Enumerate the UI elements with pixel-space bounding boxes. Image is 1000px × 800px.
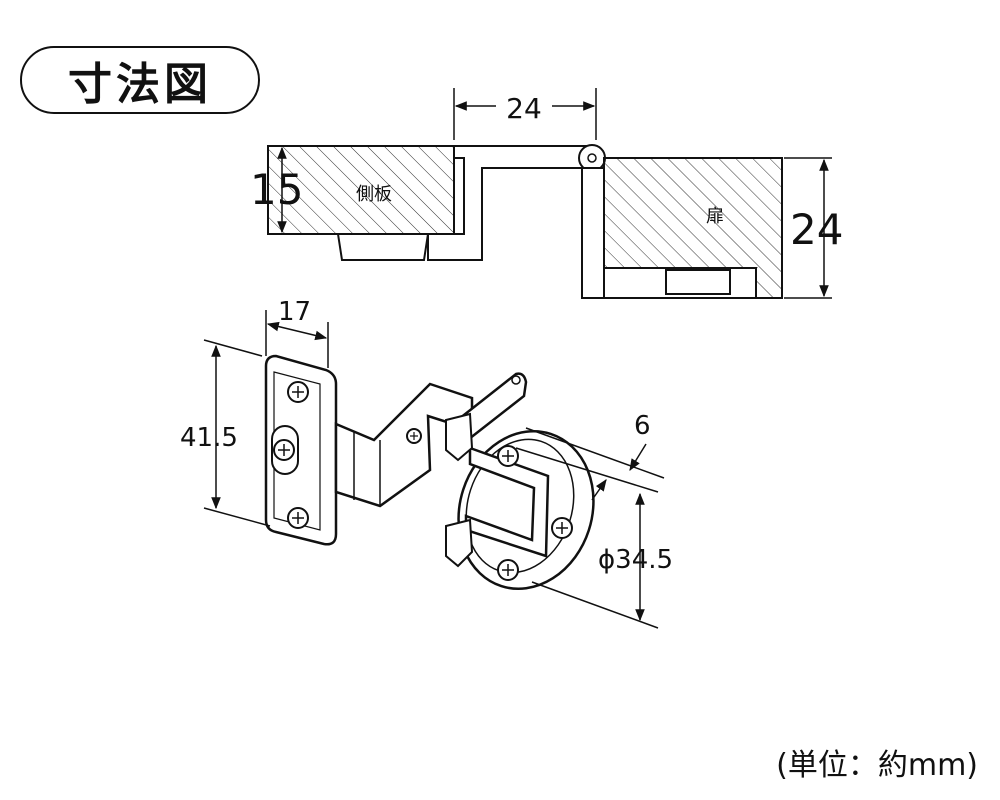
- unit-note: (単位：約mm): [776, 748, 978, 783]
- screw-icon: [406, 428, 422, 444]
- u-bracket: [464, 446, 550, 558]
- page-title: 寸法図: [68, 59, 212, 110]
- door-label: 扉: [706, 206, 724, 227]
- cross-section: 側板 扉 24 15 24: [250, 88, 843, 299]
- dim-door-thickness-label: 24: [790, 205, 843, 254]
- screw-icon: [497, 559, 519, 581]
- dim-plate-width-line: [266, 321, 328, 341]
- hinge-view: 17 41.5 6 ϕ34.5: [180, 297, 673, 629]
- screw-icon: [287, 381, 309, 403]
- dim-side-thickness-label: 15: [250, 165, 303, 214]
- door-leaf: [581, 167, 605, 299]
- screw-icon: [497, 445, 519, 467]
- dim-cup-depth-arrow-top: [629, 443, 647, 472]
- dim-offset-label: 24: [506, 92, 542, 125]
- dim-cup-dia-label: ϕ34.5: [598, 545, 673, 575]
- arm-edge-lines: [353, 432, 381, 506]
- side-panel-label: 側板: [356, 184, 392, 205]
- hinge-base-block: [336, 233, 430, 261]
- dim-cup-depth-arrow-bottom: [591, 479, 607, 501]
- screw-icon: [551, 517, 573, 539]
- side-panel: [267, 145, 455, 235]
- knuckle-pin: [511, 375, 521, 385]
- dim-plate-height-ext-top: [203, 339, 263, 357]
- mounting-plate: [264, 354, 338, 546]
- pivot-pin: [587, 153, 597, 163]
- dim-cup-depth-ext-top: [525, 427, 665, 479]
- screw-icon: [287, 507, 309, 529]
- dim-plate-height-ext-bottom: [203, 507, 271, 527]
- dim-cup-depth-ext-bottom: [515, 447, 659, 493]
- dim-cup-depth-label: 6: [634, 411, 651, 441]
- bracket-lower-tab: [445, 518, 474, 568]
- bracket-upper-tab: [445, 412, 474, 462]
- dim-plate-height-label: 41.5: [180, 423, 238, 453]
- dim-plate-width-label: 17: [278, 297, 311, 327]
- door-cup: [665, 269, 731, 295]
- title-badge: 寸法図: [20, 46, 260, 114]
- screw-icon: [273, 439, 295, 461]
- dim-cup-dia-ext-bottom: [531, 581, 659, 629]
